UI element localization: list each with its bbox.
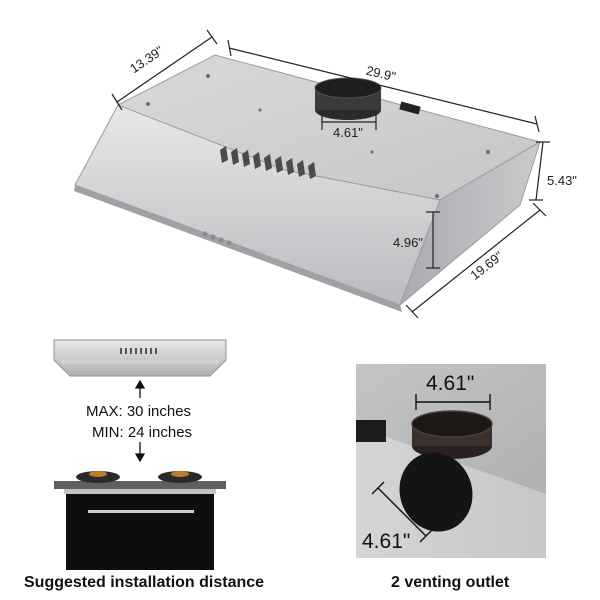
rear-outlet [399, 452, 473, 532]
oven-cabinet [66, 494, 214, 570]
range-hood-illustration [74, 29, 550, 319]
venting-photo [356, 364, 546, 558]
front-height-label: 5.43" [547, 173, 577, 188]
vent-slots [220, 146, 316, 179]
installation-caption: Suggested installation distance [24, 574, 265, 591]
venting-caption: 2 venting outlet [391, 574, 510, 591]
front-panel-height-label: 4.96" [393, 235, 423, 250]
rear-outlet-label: 4.61" [362, 530, 411, 553]
duct-diameter-label: 4.61" [333, 125, 363, 140]
cooktop [54, 471, 226, 494]
top-outlet [411, 410, 493, 459]
installation-illustration [53, 339, 227, 570]
small-hood [53, 339, 227, 377]
min-distance: MIN: 24 inches [92, 424, 193, 441]
duct-collar [314, 77, 382, 120]
top-outlet-label: 4.61" [426, 372, 475, 395]
max-distance: MAX: 30 inches [86, 403, 192, 420]
control-buttons [202, 231, 232, 246]
